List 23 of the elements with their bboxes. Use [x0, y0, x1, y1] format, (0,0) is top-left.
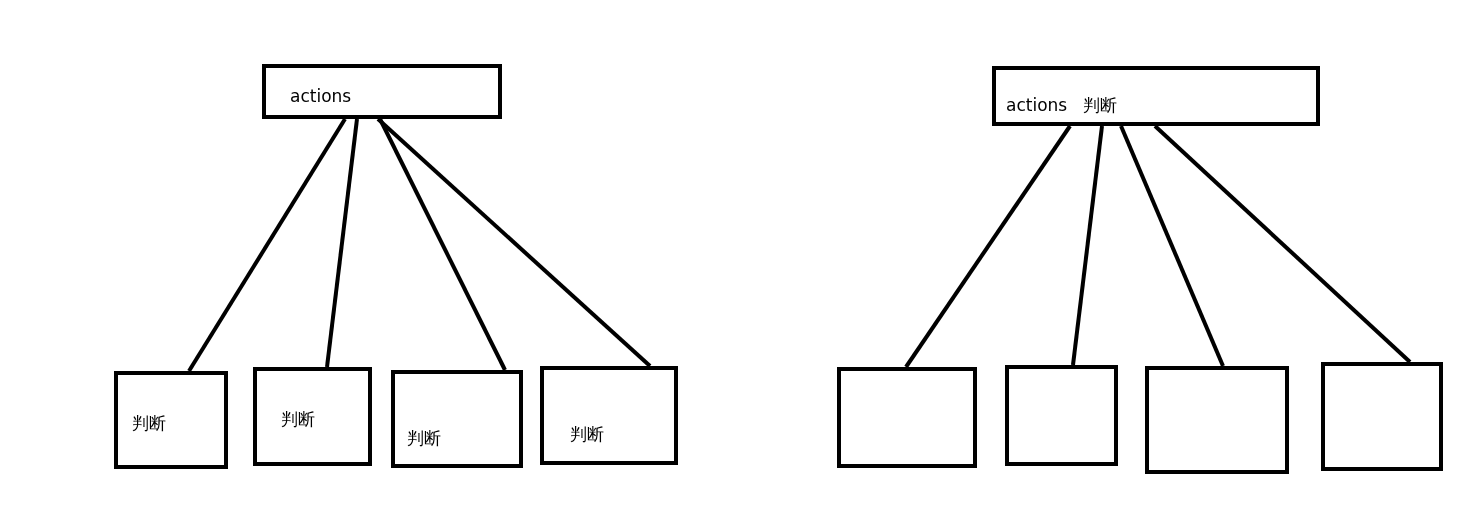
empty-box [837, 367, 977, 468]
text-box [262, 64, 502, 119]
box-label: 判断 [281, 409, 315, 430]
connector-line [187, 117, 347, 373]
connector-line [1153, 124, 1412, 364]
box-label: actions [290, 86, 352, 107]
box-label: 判断 [570, 424, 604, 445]
text-box [992, 66, 1320, 126]
connector-line [904, 124, 1072, 369]
text-box [114, 371, 228, 469]
text-box [253, 367, 372, 466]
box-label: 判断 [132, 413, 166, 434]
text-box [391, 370, 523, 468]
connector-line [325, 118, 359, 368]
text-box [540, 366, 678, 465]
box-label: 判断 [407, 428, 441, 449]
empty-box [1321, 362, 1443, 471]
empty-box [1145, 366, 1289, 474]
connector-line [376, 117, 652, 368]
box-label: actions 判断 [1006, 95, 1117, 116]
connector-line [1071, 125, 1104, 366]
empty-box [1005, 365, 1118, 466]
connector-line [1119, 125, 1225, 367]
